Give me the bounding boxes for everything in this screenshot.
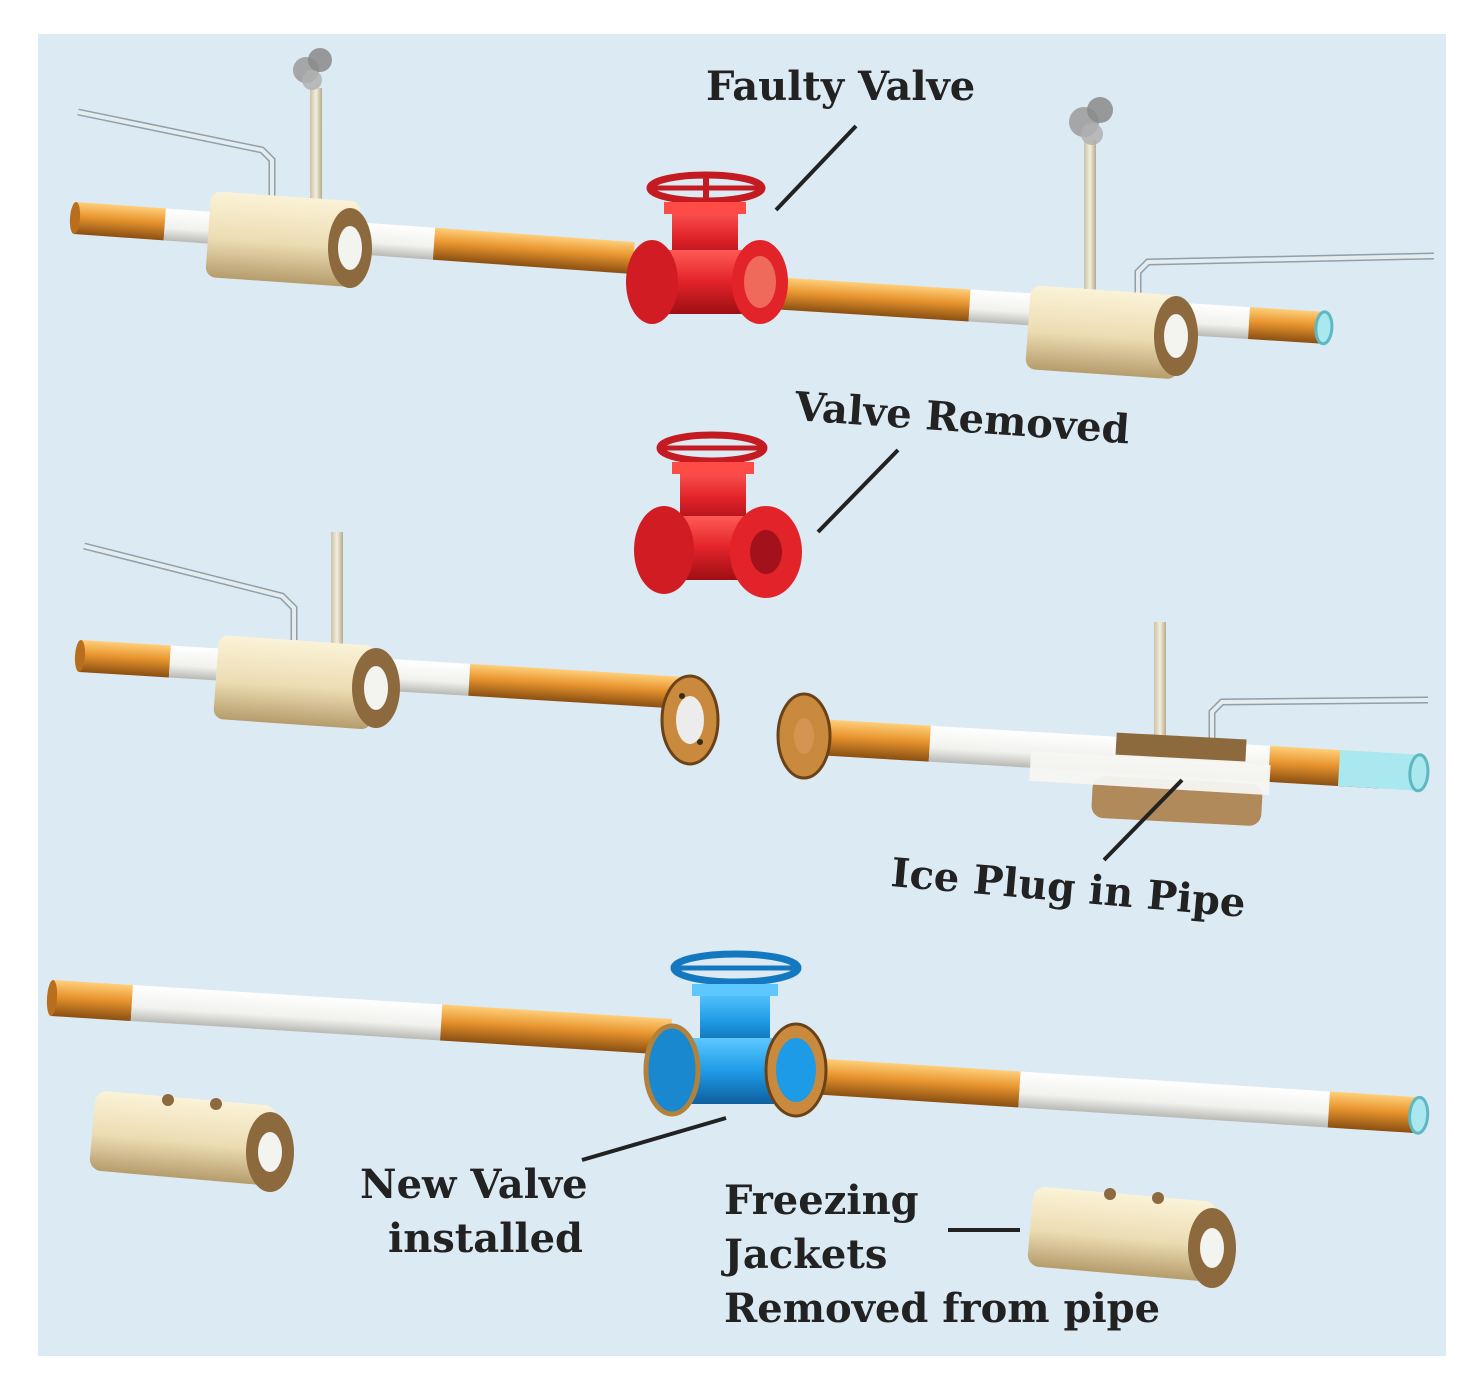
jackets-label-line2: Jackets [721, 1231, 887, 1278]
freezing-jacket-icon [77, 48, 372, 288]
freezing-jacket-icon [1025, 97, 1435, 379]
ice-plug-leader [1102, 778, 1184, 862]
stage-2-pipe-right [776, 622, 1430, 826]
valve-removed-leader [816, 448, 900, 534]
removed-jacket-icon [89, 1091, 294, 1192]
new-valve-leader [581, 1116, 727, 1162]
jackets-label-line1: Freezing [724, 1177, 919, 1224]
removed-valve-icon [634, 431, 802, 598]
faulty-valve-label: Faulty Valve [706, 63, 975, 110]
stage-3-pipeline [46, 950, 1430, 1135]
removed-jacket-icon [1027, 1187, 1236, 1288]
stage-2-pipe-left [74, 532, 720, 766]
faulty-valve-icon [626, 171, 788, 324]
new-valve-label-line1: New Valve [360, 1161, 588, 1208]
new-valve-label-line2: installed [388, 1215, 583, 1262]
faulty-valve-leader [774, 124, 858, 212]
jackets-label-line3: Removed from pipe [724, 1285, 1160, 1332]
stage-1-faulty-valve-pipeline [69, 48, 1435, 379]
new-valve-icon [643, 950, 828, 1118]
